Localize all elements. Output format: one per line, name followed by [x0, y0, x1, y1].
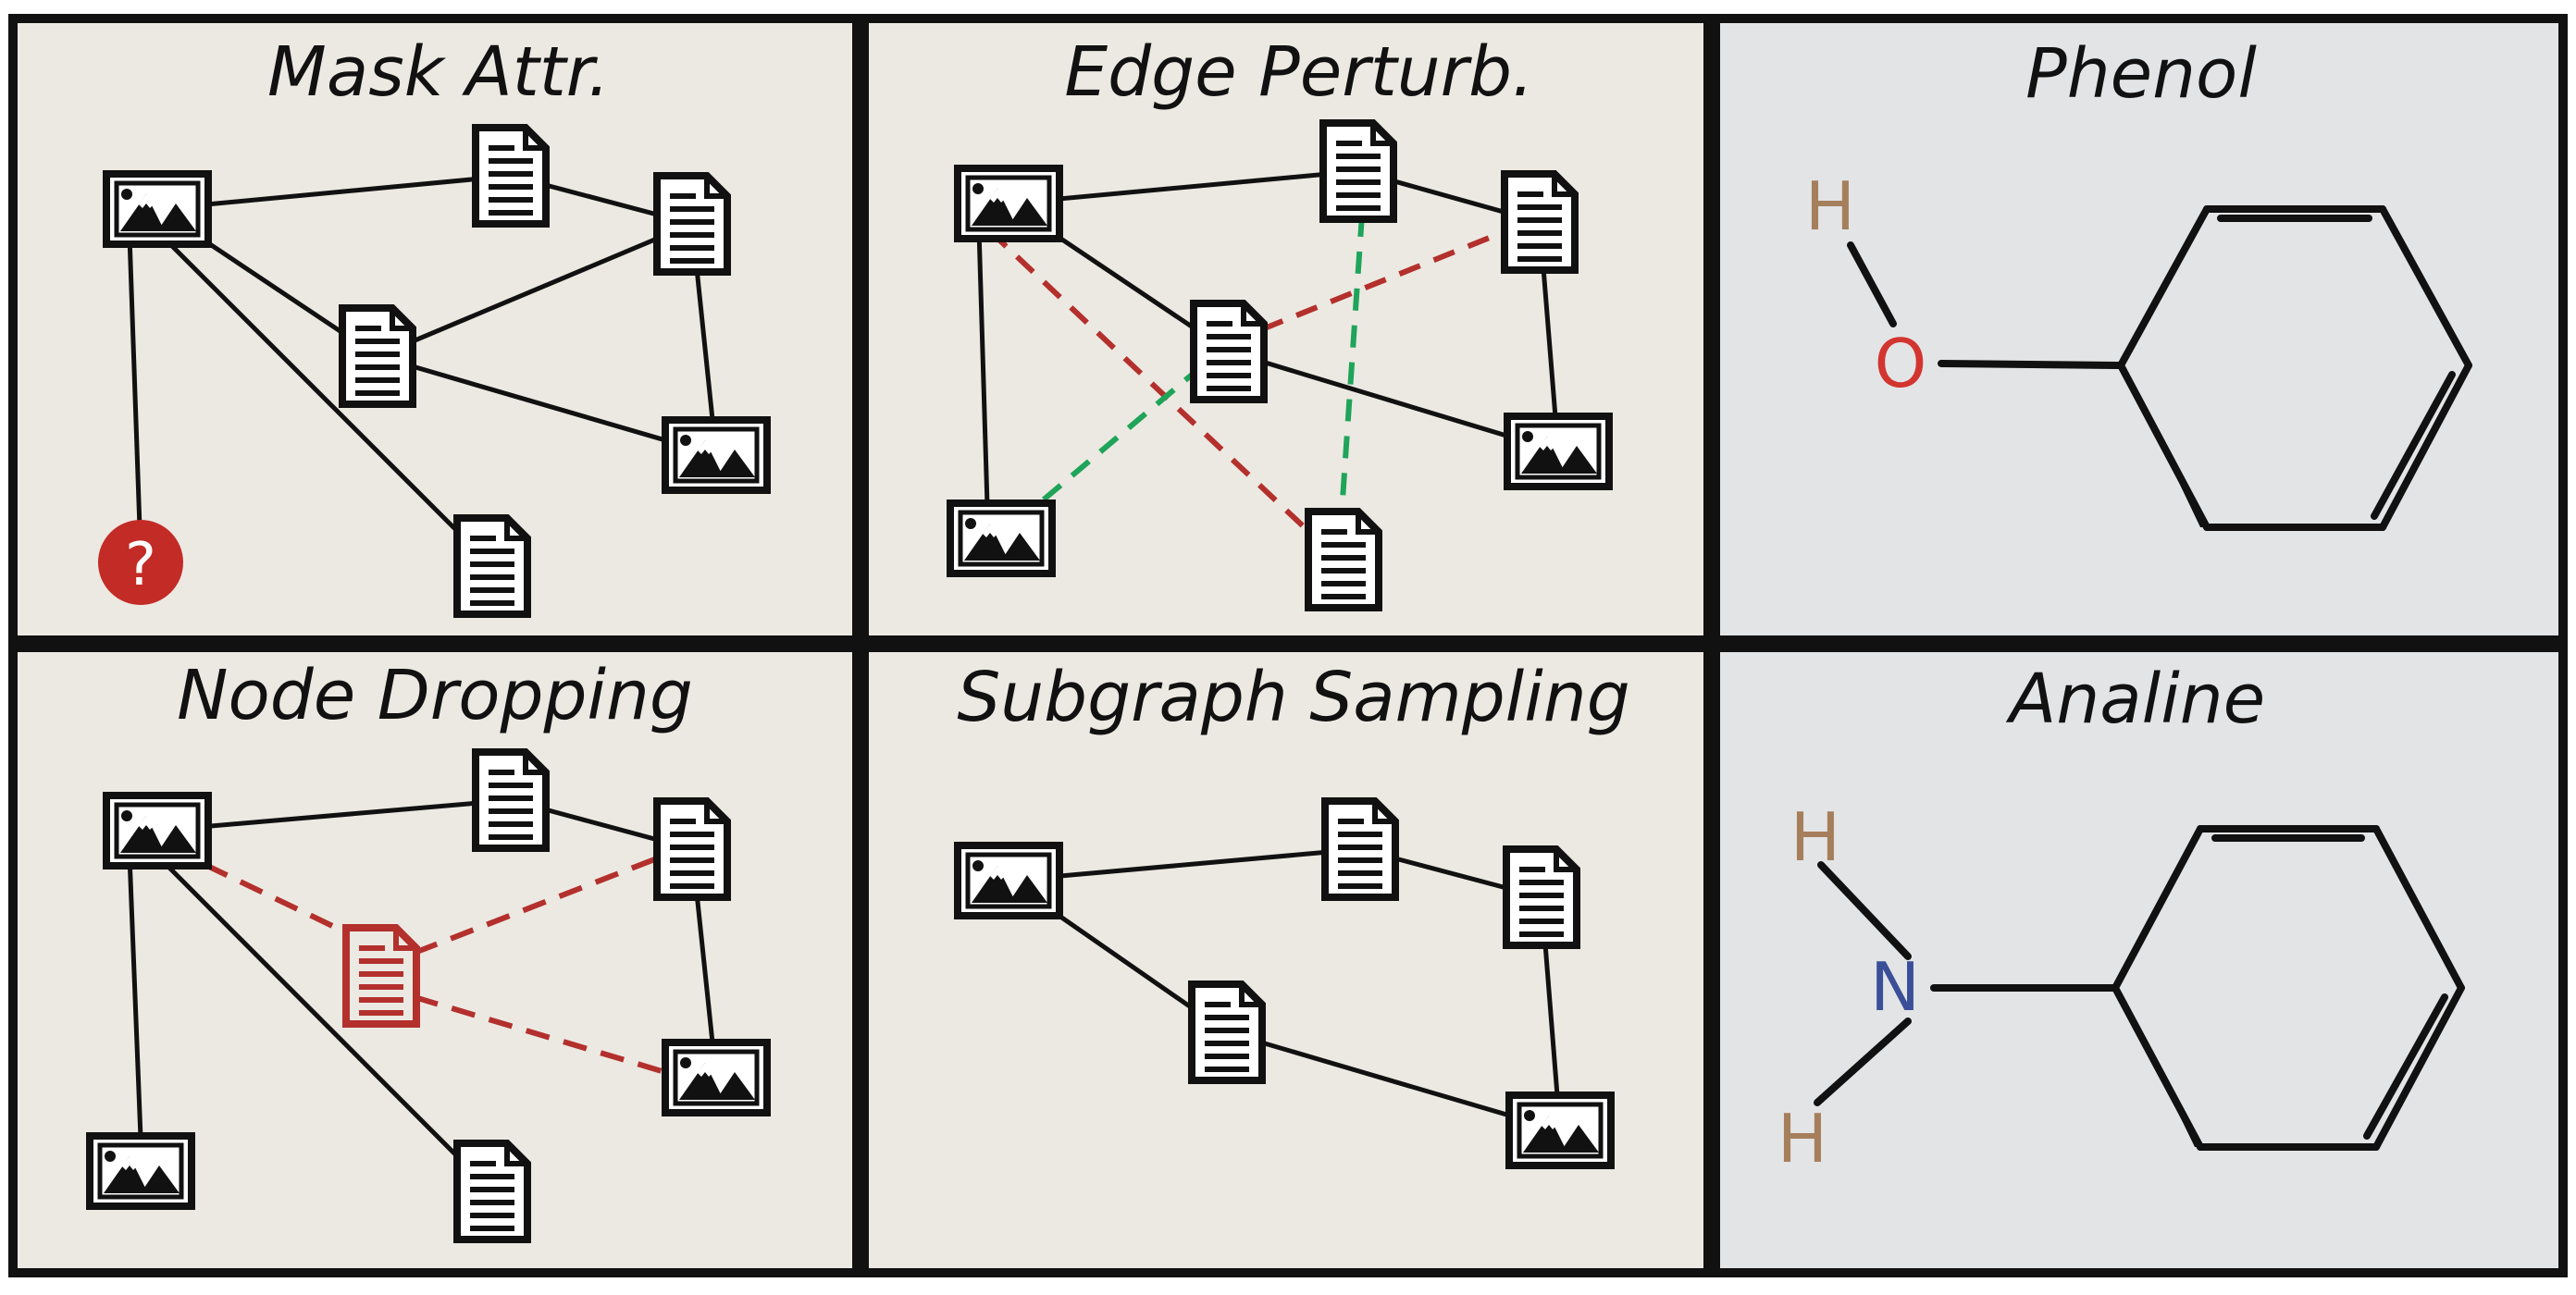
image-icon	[665, 1042, 767, 1113]
document-icon	[476, 128, 546, 224]
analine-nitrogen: N	[1870, 948, 1920, 1026]
analine-hydrogen-top: H	[1790, 798, 1840, 876]
node-dropping-graph	[90, 752, 767, 1240]
dropped-document-icon	[346, 928, 416, 1024]
image-icon	[1509, 1095, 1611, 1166]
panel-title-phenol: Phenol	[2025, 34, 2257, 114]
analine-molecule: H N H	[1777, 798, 2465, 1178]
panel-title-analine: Analine	[2006, 660, 2265, 739]
document-icon	[457, 518, 527, 614]
masked-node-symbol: ?	[125, 531, 156, 599]
panel-subgraph-sampling	[860, 643, 1713, 1277]
panel-title-mask-attr: Mask Attr.	[267, 32, 610, 112]
panel-analine	[1711, 643, 2568, 1277]
analine-hydrogen-bottom: H	[1777, 1100, 1827, 1178]
image-icon	[106, 174, 208, 244]
panel-title-edge-perturb: Edge Perturb.	[1064, 32, 1533, 112]
image-icon	[958, 168, 1059, 239]
document-icon	[1308, 512, 1379, 608]
image-icon	[665, 420, 767, 490]
image-icon	[1507, 416, 1609, 487]
subgraph-sampling-graph	[958, 801, 1611, 1166]
edge-perturb-graph	[950, 123, 1609, 608]
question-icon: ?	[98, 520, 183, 605]
phenol-molecule: H O	[1805, 167, 2472, 531]
image-icon	[106, 796, 208, 866]
image-icon	[958, 845, 1059, 916]
panel-title-subgraph-sampling: Subgraph Sampling	[957, 658, 1629, 737]
document-icon	[1325, 801, 1395, 897]
phenol-hydrogen: H	[1805, 167, 1855, 245]
image-icon	[90, 1136, 192, 1206]
document-icon	[657, 176, 727, 272]
phenol-oxygen: O	[1875, 325, 1927, 402]
document-icon	[1506, 849, 1577, 945]
added-edges	[1042, 214, 1365, 514]
panel-title-node-dropping: Node Dropping	[177, 656, 693, 735]
document-icon	[476, 752, 546, 848]
document-icon	[1323, 123, 1393, 219]
document-icon	[1505, 174, 1575, 270]
document-icon	[457, 1143, 527, 1240]
document-icon	[657, 801, 727, 897]
dropped-edges	[204, 856, 669, 1076]
mask-attr-graph: ?	[98, 128, 767, 614]
document-icon	[1192, 984, 1262, 1080]
document-icon	[1194, 303, 1264, 400]
document-icon	[342, 308, 413, 404]
image-icon	[950, 503, 1052, 574]
